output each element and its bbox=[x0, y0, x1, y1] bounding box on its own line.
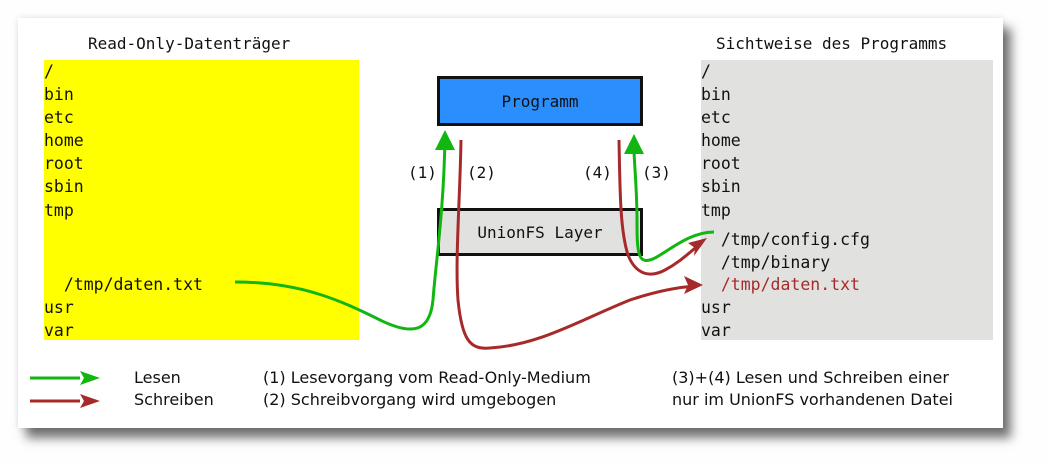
readonly-entry: bin bbox=[44, 85, 74, 104]
view-entry: bin bbox=[701, 85, 731, 104]
unionfs-layer-box: UnionFS Layer bbox=[437, 208, 643, 256]
view-entry: etc bbox=[701, 108, 731, 127]
readonly-disk-panel: / bin etc home root sbin tmp /tmp/daten.… bbox=[44, 60, 359, 340]
legend-step2: (2) Schreibvorgang wird umgebogen bbox=[263, 390, 557, 409]
view-entry: var bbox=[701, 321, 731, 340]
readonly-entry: usr bbox=[44, 298, 74, 317]
view-entry-daten-highlighted: /tmp/daten.txt bbox=[701, 275, 860, 294]
readonly-entry: home bbox=[44, 131, 84, 150]
legend-arrows bbox=[30, 371, 100, 408]
readonly-entry: root bbox=[44, 154, 84, 173]
step-label-1: (1) bbox=[408, 163, 437, 182]
view-entry: sbin bbox=[701, 177, 741, 196]
view-entry-binary: /tmp/binary bbox=[701, 253, 831, 272]
readonly-entry: var bbox=[44, 321, 74, 340]
step-label-2: (2) bbox=[467, 163, 496, 182]
readonly-entry: tmp bbox=[44, 201, 74, 220]
step-label-3: (3) bbox=[642, 163, 671, 182]
readonly-entry-daten: /tmp/daten.txt bbox=[44, 275, 203, 294]
view-entry: usr bbox=[701, 298, 731, 317]
step-label-4: (4) bbox=[583, 163, 612, 182]
program-view-panel: / bin etc home root sbin tmp /tmp/config… bbox=[701, 60, 993, 340]
view-entry: tmp bbox=[701, 201, 731, 220]
legend-step1: (1) Lesevorgang vom Read-Only-Medium bbox=[263, 368, 591, 387]
unionfs-label: UnionFS Layer bbox=[477, 222, 603, 242]
legend-write-arrow-icon bbox=[80, 394, 100, 408]
readonly-panel-title: Read-Only-Datenträger bbox=[88, 34, 291, 53]
view-entry: home bbox=[701, 131, 741, 150]
view-entry: root bbox=[701, 154, 741, 173]
legend-read-label: Lesen bbox=[134, 368, 181, 387]
program-view-title: Sichtweise des Programms bbox=[716, 34, 948, 53]
legend-step34-line1: (3)+(4) Lesen und Schreiben einer bbox=[672, 368, 949, 387]
readonly-entry: etc bbox=[44, 108, 74, 127]
view-entry-config: /tmp/config.cfg bbox=[701, 230, 870, 249]
readonly-entry: / bbox=[44, 62, 54, 81]
program-label: Programm bbox=[501, 91, 579, 111]
program-box: Programm bbox=[437, 76, 643, 126]
view-entry: / bbox=[701, 62, 711, 81]
legend-write-label: Schreiben bbox=[134, 390, 214, 409]
legend-step34-line2: nur im UnionFS vorhandenen Datei bbox=[672, 390, 953, 409]
readonly-entry: sbin bbox=[44, 177, 84, 196]
legend-read-arrow-icon bbox=[80, 371, 100, 385]
